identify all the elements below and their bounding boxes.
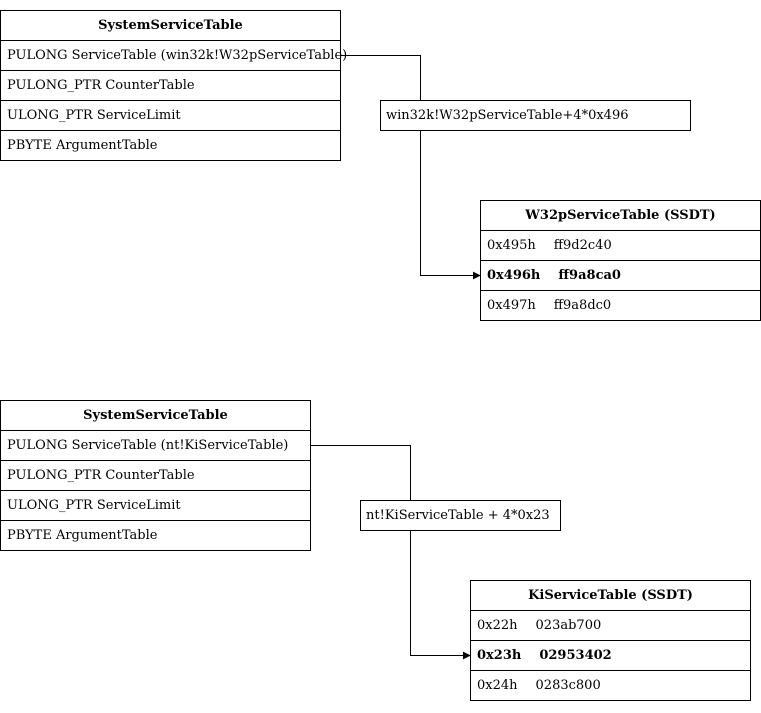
d1-system-service-table: SystemServiceTable PULONG ServiceTable (… — [0, 10, 347, 161]
d1-struct-title: SystemServiceTable — [98, 18, 243, 33]
d2-ssdt-entry: 0x24h 0283c800 — [471, 670, 750, 700]
entry-index: 0x497h — [487, 298, 536, 313]
d2-address-calc-box: nt!KiServiceTable + 4*0x23 — [360, 500, 561, 531]
d2-struct-title: SystemServiceTable — [83, 408, 228, 423]
d2-ssdt-table: KiServiceTable (SSDT) 0x22h 023ab700 0x23… — [470, 580, 751, 701]
d2-field-counter-table: PULONG_PTR CounterTable — [1, 460, 310, 490]
d1-index-arrow — [420, 130, 481, 280]
d2-field-service-limit: ULONG_PTR ServiceLimit — [1, 490, 310, 520]
d1-pointer-line — [340, 55, 421, 101]
d1-field-service-table: PULONG ServiceTable (win32k!W32pServiceT… — [1, 40, 347, 70]
d1-field-counter-table: PULONG_PTR CounterTable — [1, 70, 340, 100]
d1-ssdt-title: W32pServiceTable (SSDT) — [525, 208, 716, 223]
d2-field-service-table: PULONG ServiceTable (nt!KiServiceTable) — [1, 430, 310, 460]
entry-value: 02953402 — [539, 648, 612, 663]
d2-ssdt-title: KiServiceTable (SSDT) — [528, 588, 693, 603]
entry-index: 0x23h — [477, 648, 522, 663]
d1-ssdt-entry-highlighted: 0x496h ff9a8ca0 — [481, 260, 760, 290]
entry-value: 023ab700 — [535, 618, 602, 633]
entry-index: 0x22h — [477, 618, 518, 633]
d2-field-argument-table: PBYTE ArgumentTable — [1, 520, 310, 550]
d2-system-service-table: SystemServiceTable PULONG ServiceTable (… — [0, 400, 311, 551]
d1-ssdt-entry: 0x497h ff9a8dc0 — [481, 290, 760, 320]
d1-ssdt-entry: 0x495h ff9d2c40 — [481, 230, 760, 260]
entry-value: ff9d2c40 — [553, 238, 612, 253]
d2-ssdt-entry-highlighted: 0x23h 02953402 — [471, 640, 750, 670]
d2-ssdt-entry: 0x22h 023ab700 — [471, 610, 750, 640]
d1-ssdt-table: W32pServiceTable (SSDT) 0x495h ff9d2c40 0… — [480, 200, 761, 321]
d1-field-service-limit: ULONG_PTR ServiceLimit — [1, 100, 340, 130]
entry-value: ff9a8dc0 — [553, 298, 612, 313]
d2-pointer-line — [310, 445, 411, 501]
d1-address-calc-box: win32k!W32pServiceTable+4*0x496 — [380, 100, 691, 131]
d2-index-arrow — [410, 530, 471, 660]
entry-value: 0283c800 — [535, 678, 601, 693]
entry-index: 0x24h — [477, 678, 518, 693]
entry-index: 0x495h — [487, 238, 536, 253]
d1-field-argument-table: PBYTE ArgumentTable — [1, 130, 340, 160]
entry-value: ff9a8ca0 — [558, 268, 621, 283]
entry-index: 0x496h — [487, 268, 541, 283]
